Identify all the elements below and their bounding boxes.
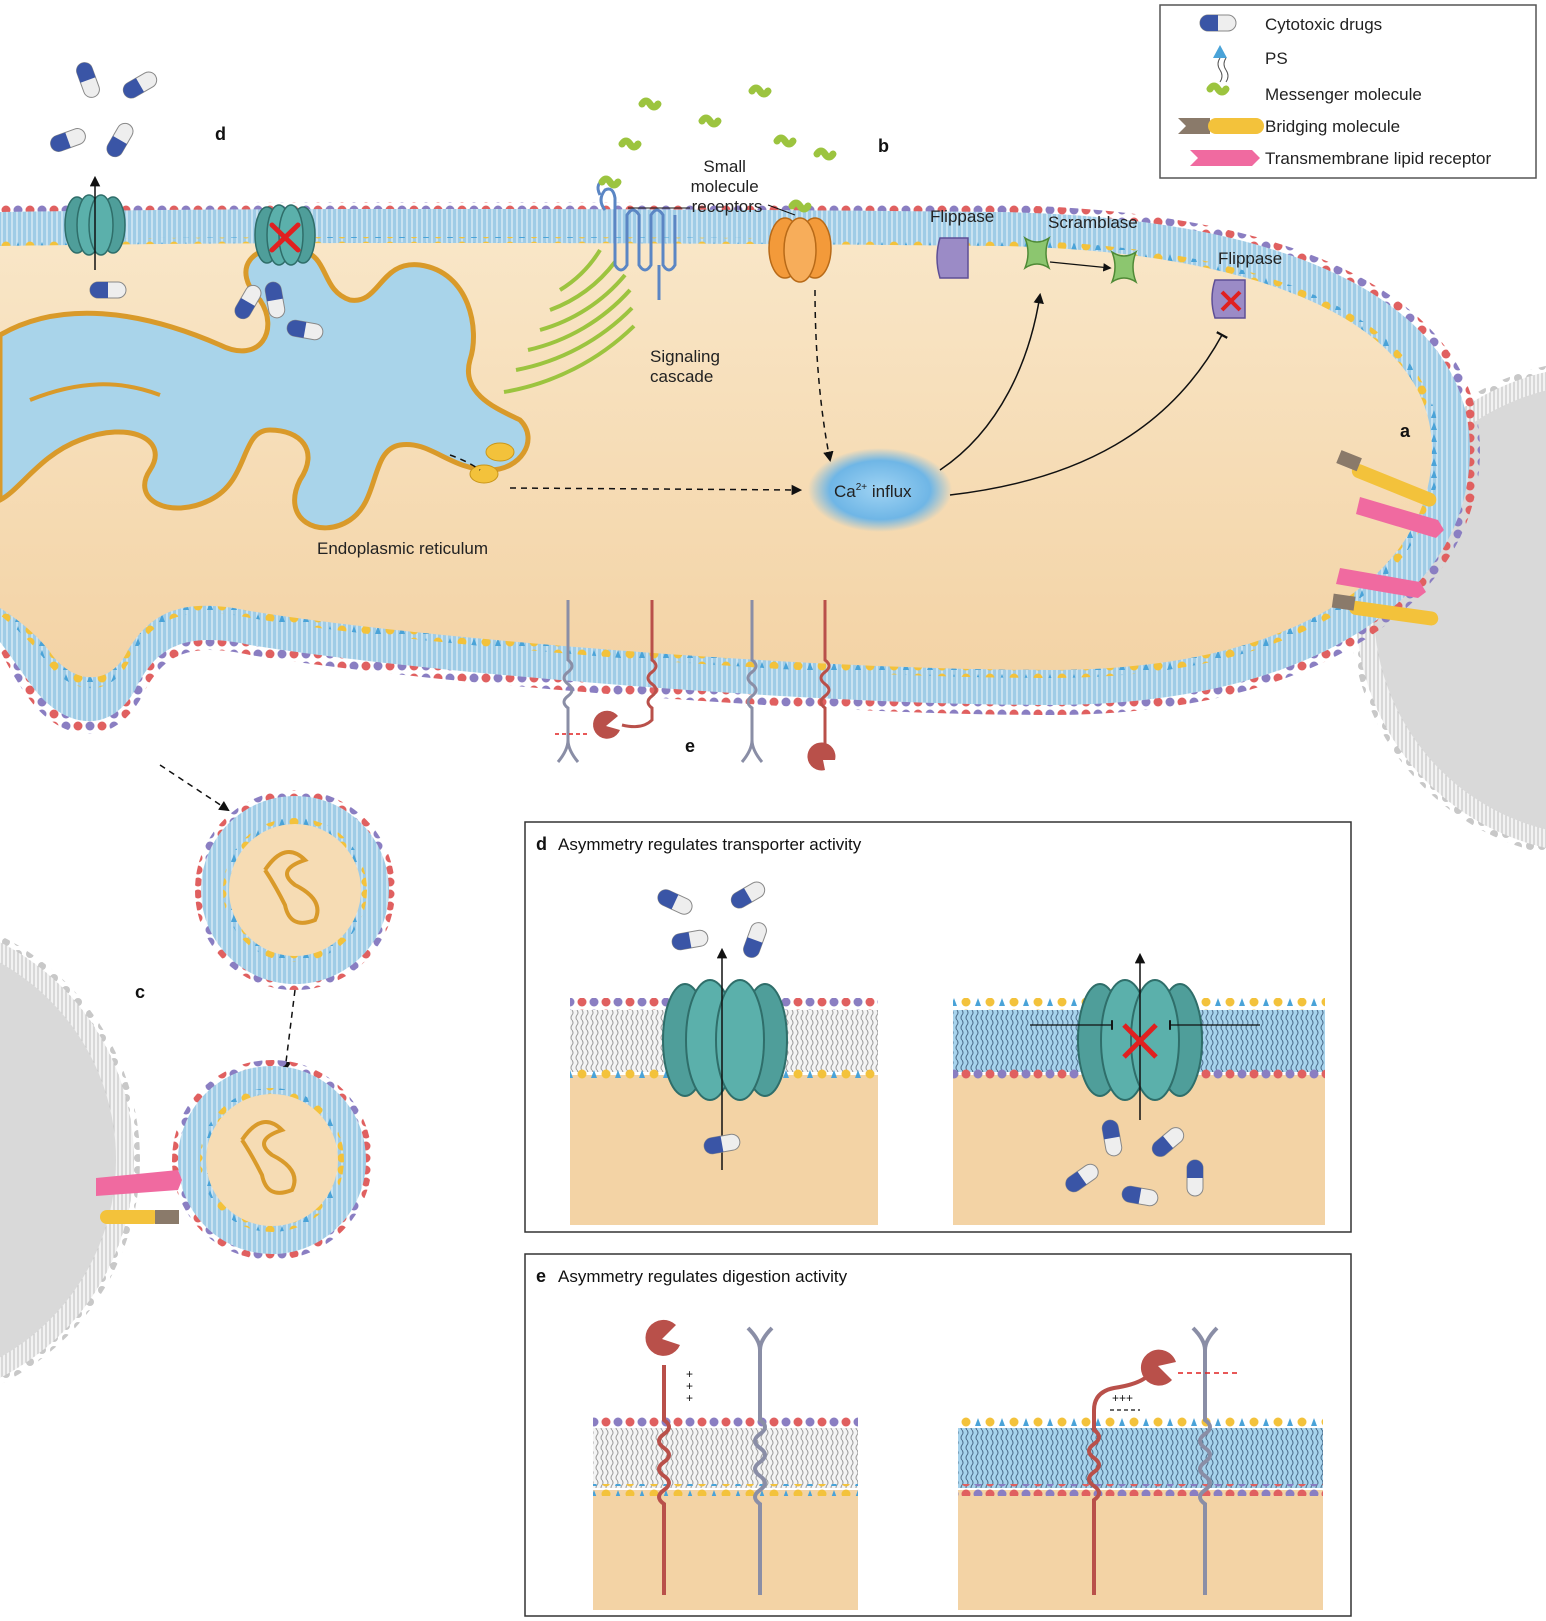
bridging-molecule-icon bbox=[1178, 118, 1264, 134]
bridging-molecules-c bbox=[96, 1170, 182, 1224]
inset-e-title: Asymmetry regulates digestion activity bbox=[558, 1267, 848, 1286]
lipid-receptor-icon bbox=[1190, 150, 1260, 166]
small-molecule-receptors-label: Small molecule receptors bbox=[691, 157, 764, 216]
panel-letter-c: c bbox=[135, 982, 145, 1002]
membrane-proteins-e bbox=[556, 600, 831, 763]
flippase-2 bbox=[1211, 279, 1246, 319]
neighbour-cell-left bbox=[0, 935, 140, 1385]
flippase-label-2: Flippase bbox=[1218, 249, 1282, 268]
signaling-cascade-arcs bbox=[503, 248, 636, 394]
legend-label-cytotoxic: Cytotoxic drugs bbox=[1265, 15, 1382, 34]
protease-head-2 bbox=[807, 742, 836, 771]
bridging-molecules-a bbox=[1331, 450, 1439, 626]
svg-text:+: + bbox=[686, 1367, 693, 1381]
legend-label-messenger: Messenger molecule bbox=[1265, 85, 1422, 104]
ion-channel-receptor bbox=[768, 217, 832, 283]
legend-label-lipid-receptor: Transmembrane lipid receptor bbox=[1265, 149, 1491, 168]
inset-e-right-protease bbox=[1140, 1349, 1176, 1386]
svg-text:+: + bbox=[686, 1379, 693, 1393]
legend-label-bridging: Bridging molecule bbox=[1265, 117, 1400, 136]
vesicle-1 bbox=[195, 790, 395, 990]
inset-d: d Asymmetry regulates transporter activi… bbox=[524, 821, 1352, 1233]
capsule-icon bbox=[1199, 14, 1237, 32]
pathway-arrows bbox=[159, 289, 1228, 1073]
inset-e: e Asymmetry regulates digestion activity… bbox=[524, 1253, 1352, 1617]
inset-e-letter: e bbox=[536, 1266, 546, 1286]
inset-d-transporter-active bbox=[662, 979, 788, 1101]
protease-head-1 bbox=[593, 710, 620, 739]
receptors-leader-line-2 bbox=[767, 204, 796, 216]
messenger-molecule-icon bbox=[1210, 86, 1226, 92]
flippase-label-1: Flippase bbox=[930, 207, 994, 226]
panel-letter-b: b bbox=[878, 136, 889, 156]
signaling-cascade-label: Signaling cascade bbox=[650, 347, 725, 386]
bound-messenger-2 bbox=[792, 203, 808, 209]
ps-arrow-icon bbox=[1213, 45, 1229, 83]
scramblase-label: Scramblase bbox=[1048, 213, 1138, 232]
endoplasmic-reticulum bbox=[0, 245, 531, 531]
vesicle-2 bbox=[172, 1060, 372, 1260]
inset-d-letter: d bbox=[536, 834, 547, 854]
flippase-1 bbox=[936, 237, 969, 279]
bound-messenger-1 bbox=[602, 179, 618, 185]
legend: Cytotoxic drugs PS Messenger molecule Br… bbox=[1159, 4, 1537, 179]
messenger-molecules bbox=[622, 88, 833, 157]
svg-text:+++: +++ bbox=[1112, 1391, 1133, 1405]
inset-e-left-proteins bbox=[657, 1326, 774, 1595]
endoplasmic-reticulum-label: Endoplasmic reticulum bbox=[317, 539, 488, 558]
inset-e-left-protease bbox=[645, 1319, 680, 1356]
legend-label-ps: PS bbox=[1265, 49, 1288, 68]
panel-letter-d: d bbox=[215, 124, 226, 144]
scramblase-2 bbox=[1110, 250, 1138, 284]
ca-influx-label: Ca2+ influx bbox=[834, 482, 912, 501]
svg-text:+: + bbox=[686, 1391, 693, 1405]
scramblase-arrow bbox=[1049, 261, 1112, 272]
inset-d-inhibit-x-icon bbox=[1122, 1023, 1158, 1059]
inset-e-right-proteins bbox=[1087, 1326, 1219, 1595]
panel-letter-a: a bbox=[1400, 421, 1411, 441]
lipid-receptors-a bbox=[1336, 497, 1444, 598]
scramblase-1 bbox=[1023, 236, 1051, 270]
ca-influx-glow bbox=[808, 448, 952, 532]
inhibit-x-icon bbox=[269, 222, 301, 253]
inset-d-title: Asymmetry regulates transporter activity bbox=[558, 835, 862, 854]
panel-letter-e: e bbox=[685, 736, 695, 756]
